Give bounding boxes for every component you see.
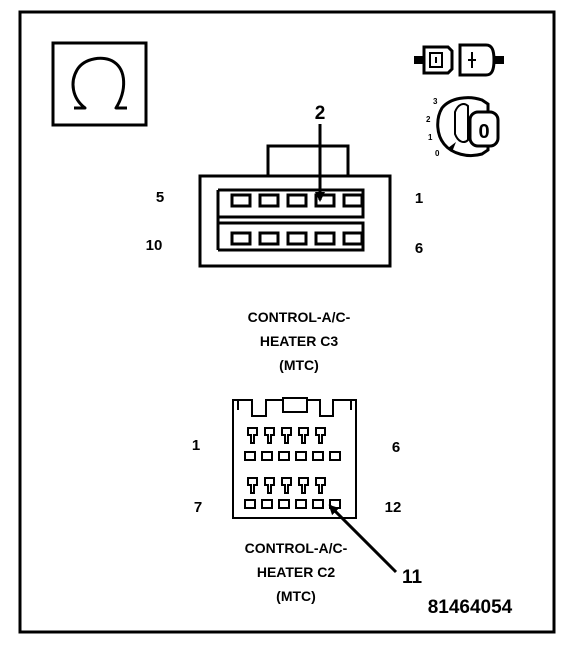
- connector-c2: [232, 397, 357, 519]
- c3-cavity: [314, 231, 336, 246]
- c2-caption-line-3: (MTC): [276, 588, 316, 604]
- ignition-position-1: 1: [428, 133, 433, 142]
- c2-terminal-latch: [264, 427, 275, 444]
- ignition-position-2: 2: [426, 115, 431, 124]
- ohm-symbol-icon: [51, 41, 148, 127]
- c2-terminal-latch: [264, 477, 275, 494]
- c2-terminal-latch: [247, 427, 258, 444]
- c2-cavity: [261, 451, 273, 461]
- c3-pin-label-5: 5: [156, 189, 164, 206]
- c3-cavity: [286, 231, 308, 246]
- c2-pin-label-12: 12: [385, 499, 402, 516]
- c3-cavity: [258, 193, 280, 208]
- ignition-position-0: 0: [435, 149, 440, 158]
- c2-cavity: [329, 451, 341, 461]
- c2-pin-label-1: 1: [192, 437, 200, 454]
- c2-cavity: [295, 499, 307, 509]
- c3-cavity: [286, 193, 308, 208]
- c2-cavity: [244, 451, 256, 461]
- c2-cavity: [278, 499, 290, 509]
- c3-caption-line-2: HEATER C3: [260, 333, 339, 349]
- c2-terminal-latch: [281, 427, 292, 444]
- c2-caption-line-2: HEATER C2: [257, 564, 336, 580]
- c2-terminal-latch: [315, 477, 326, 494]
- ignition-key-label: 0: [478, 121, 489, 143]
- c2-terminal-latch: [315, 427, 326, 444]
- connector-c2-cavities: [244, 427, 341, 509]
- c3-pin-label-1: 1: [415, 190, 423, 207]
- c2-cavity: [312, 451, 324, 461]
- c3-cavity: [258, 231, 280, 246]
- c3-caption-line-3: (MTC): [279, 357, 319, 373]
- c3-callout-number: 2: [315, 103, 326, 124]
- c3-cavity: [230, 193, 252, 208]
- c3-pin-label-10: 10: [146, 237, 163, 254]
- c2-callout-arrow: [328, 504, 398, 574]
- connector-c2-latch: [282, 397, 308, 413]
- c2-cavity: [295, 451, 307, 461]
- c2-terminal-latch: [298, 427, 309, 444]
- c2-pin-label-7: 7: [194, 499, 202, 516]
- c3-cavity: [342, 193, 364, 208]
- c2-terminal-latch: [247, 477, 258, 494]
- c2-cavity: [244, 499, 256, 509]
- c3-cavity: [230, 231, 252, 246]
- c2-cavity: [312, 499, 324, 509]
- c2-cavity: [261, 499, 273, 509]
- c2-caption-line-1: CONTROL-A/C-: [245, 540, 348, 556]
- c3-pin-label-6: 6: [415, 240, 423, 257]
- connector-c3: [198, 144, 392, 268]
- c2-terminal-latch: [281, 477, 292, 494]
- figure-id: 81464054: [428, 597, 513, 618]
- ignition-position-3: 3: [433, 97, 438, 106]
- c2-cavity: [278, 451, 290, 461]
- connector-disconnect-icon: [414, 43, 504, 77]
- c2-pin-label-6: 6: [392, 439, 400, 456]
- c3-caption-line-1: CONTROL-A/C-: [248, 309, 351, 325]
- c3-cavity: [342, 231, 364, 246]
- c2-terminal-latch: [298, 477, 309, 494]
- c2-callout-number: 11: [402, 567, 423, 588]
- ignition-key-off-icon: 0 3 2 1 0: [426, 96, 500, 158]
- connector-c3-latch: [266, 144, 350, 178]
